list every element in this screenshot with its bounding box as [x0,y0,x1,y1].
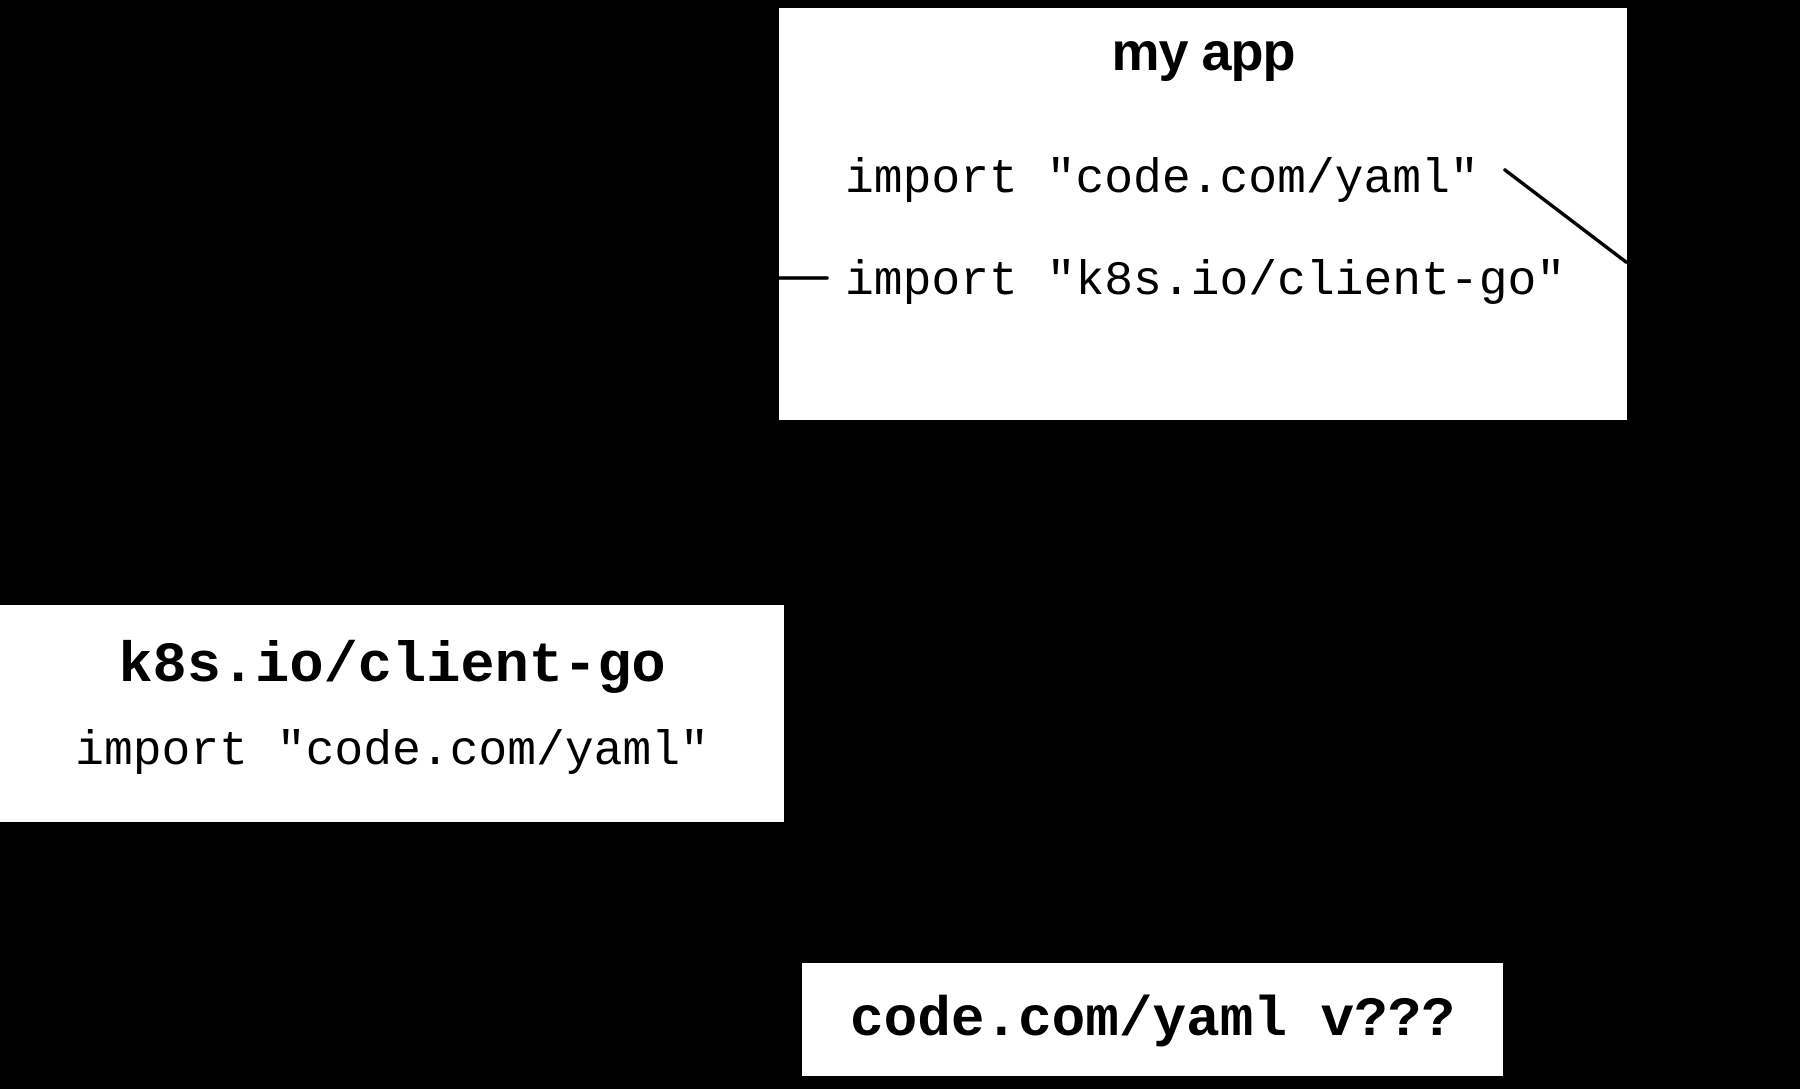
box-my-app: my app import "code.com/yaml" import "k8… [779,8,1627,420]
yaml-version-title: code.com/yaml v??? [850,987,1455,1052]
connector-yaml-edge [1503,168,1627,264]
my-app-import-yaml: import "code.com/yaml" [845,153,1479,207]
client-go-title: k8s.io/client-go [118,635,666,699]
my-app-import-clientgo: import "k8s.io/client-go" [845,255,1566,309]
client-go-import-yaml: import "code.com/yaml" [75,725,709,779]
box-yaml-version: code.com/yaml v??? [802,963,1503,1076]
my-app-title: my app [1111,22,1295,82]
box-client-go: k8s.io/client-go import "code.com/yaml" [0,605,784,822]
